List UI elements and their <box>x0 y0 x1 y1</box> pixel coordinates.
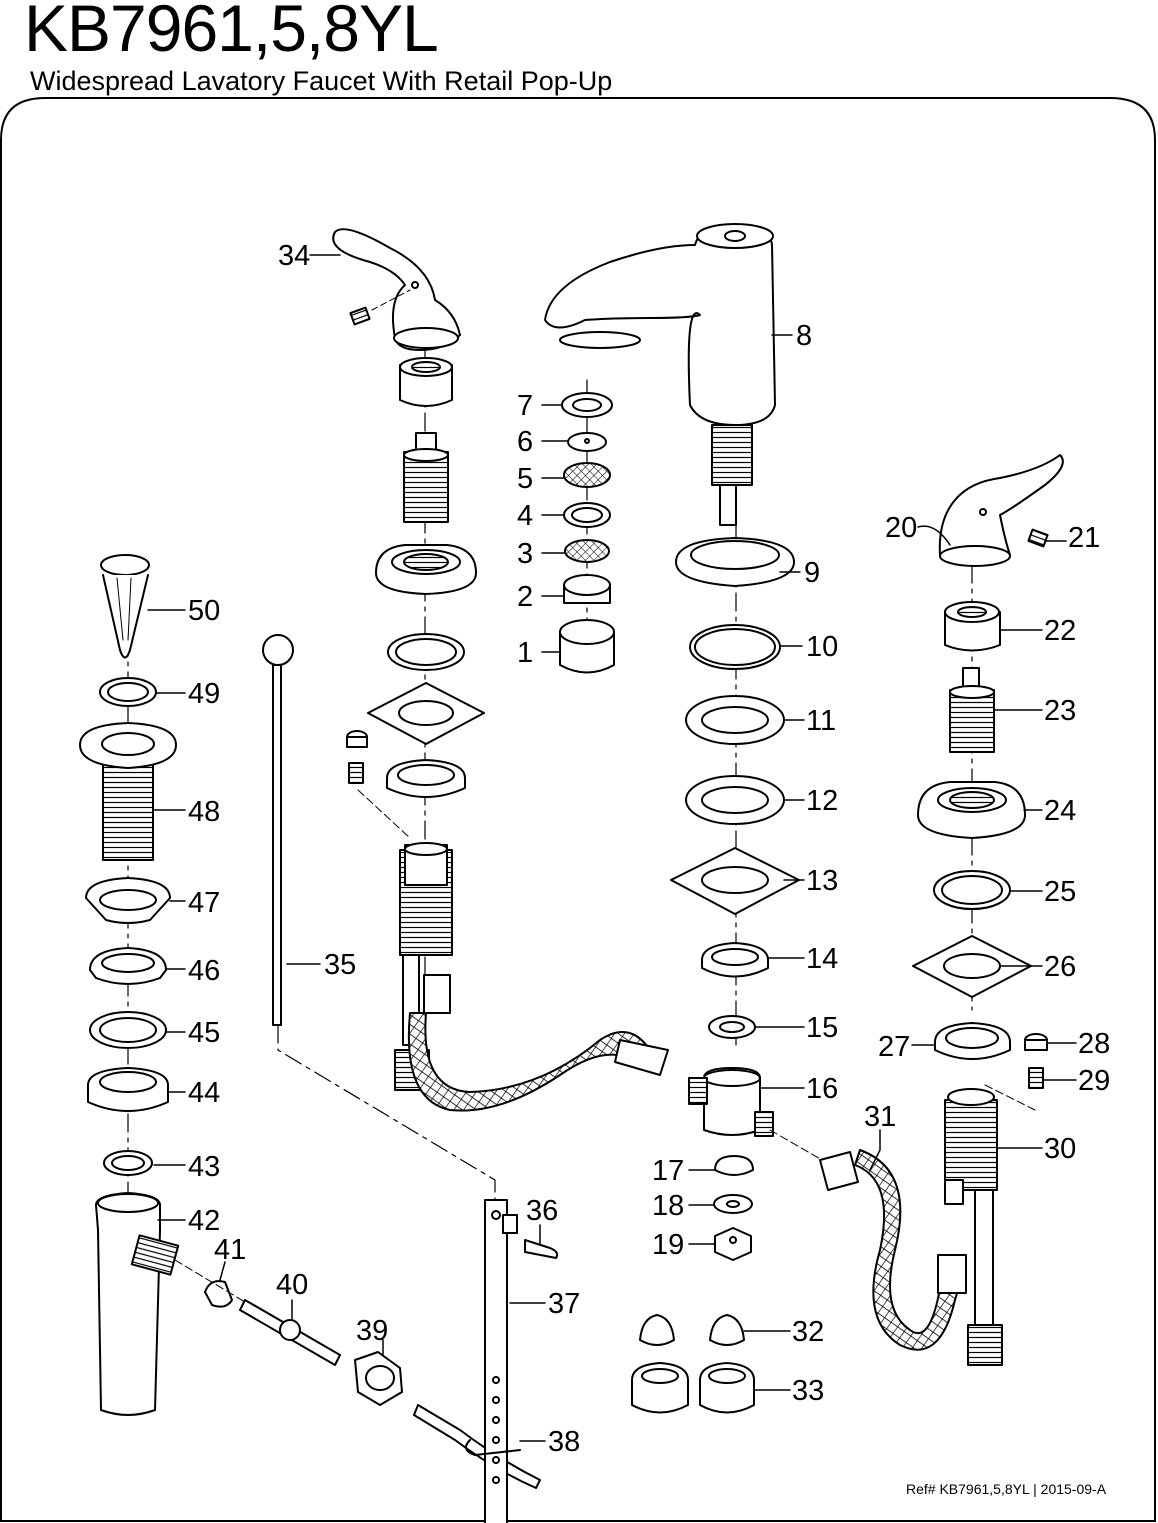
callout-numbers: 1 2 3 4 5 6 7 8 9 10 11 12 13 14 15 16 1… <box>188 240 1110 1458</box>
supply-hose-left <box>407 974 669 1112</box>
right-handle-assembly <box>912 454 1064 1366</box>
product-subtitle: Widespread Lavatory Faucet With Retail P… <box>30 66 613 96</box>
callout-43: 43 <box>188 1151 220 1183</box>
callout-1: 1 <box>517 637 533 669</box>
supply-hose-right <box>769 1129 967 1351</box>
callout-41: 41 <box>214 1234 246 1266</box>
callout-19: 19 <box>652 1229 684 1261</box>
callout-14: 14 <box>806 943 838 975</box>
callout-10: 10 <box>806 631 838 663</box>
callout-15: 15 <box>806 1012 838 1044</box>
callout-6: 6 <box>517 426 533 458</box>
callout-24: 24 <box>1044 795 1076 827</box>
callout-30: 30 <box>1044 1133 1076 1165</box>
callout-49: 49 <box>188 678 220 710</box>
callout-44: 44 <box>188 1077 220 1109</box>
callout-4: 4 <box>517 500 533 532</box>
left-handle-assembly <box>332 228 485 1091</box>
callout-40: 40 <box>276 1269 308 1301</box>
callout-47: 47 <box>188 887 220 919</box>
callout-13: 13 <box>806 865 838 897</box>
callout-37: 37 <box>548 1288 580 1320</box>
pop-up-drain-assembly <box>79 554 559 1523</box>
callout-21: 21 <box>1068 522 1100 554</box>
callout-46: 46 <box>188 955 220 987</box>
callout-33: 33 <box>792 1375 824 1407</box>
callout-11: 11 <box>806 705 836 737</box>
callout-35: 35 <box>324 949 356 981</box>
reference-footer: Ref# KB7961,5,8YL | 2015-09-A <box>906 1481 1107 1497</box>
callout-26: 26 <box>1044 951 1076 983</box>
callout-17: 17 <box>652 1155 684 1187</box>
callout-5: 5 <box>517 463 533 495</box>
callout-23: 23 <box>1044 695 1076 727</box>
callout-2: 2 <box>517 581 533 613</box>
callout-28: 28 <box>1078 1028 1110 1060</box>
callout-32: 32 <box>792 1316 824 1348</box>
callout-7: 7 <box>517 390 533 422</box>
callout-20: 20 <box>885 512 917 544</box>
callout-18: 18 <box>652 1190 684 1222</box>
strap-holes <box>492 1376 500 1484</box>
callout-leaders <box>147 254 1077 1442</box>
callout-25: 25 <box>1044 876 1076 908</box>
callout-16: 16 <box>806 1073 838 1105</box>
compression-fittings <box>631 1314 755 1414</box>
callout-48: 48 <box>188 796 220 828</box>
callout-45: 45 <box>188 1017 220 1049</box>
callout-34: 34 <box>278 240 310 272</box>
callout-22: 22 <box>1044 615 1076 647</box>
model-number: KB7961,5,8YL <box>24 0 439 65</box>
aerator-stack <box>559 379 615 674</box>
callout-31: 31 <box>864 1101 896 1133</box>
callout-8: 8 <box>796 320 812 352</box>
callout-27: 27 <box>878 1031 910 1063</box>
callout-9: 9 <box>804 557 820 589</box>
drawing-border <box>0 97 1156 1522</box>
callout-42: 42 <box>188 1205 220 1237</box>
callout-12: 12 <box>806 785 838 817</box>
callout-36: 36 <box>526 1195 558 1227</box>
callout-29: 29 <box>1078 1065 1110 1097</box>
spout-assembly <box>544 223 800 1261</box>
callout-39: 39 <box>356 1315 388 1347</box>
callout-3: 3 <box>517 538 533 570</box>
callout-38: 38 <box>548 1426 580 1458</box>
callout-50: 50 <box>188 595 220 627</box>
